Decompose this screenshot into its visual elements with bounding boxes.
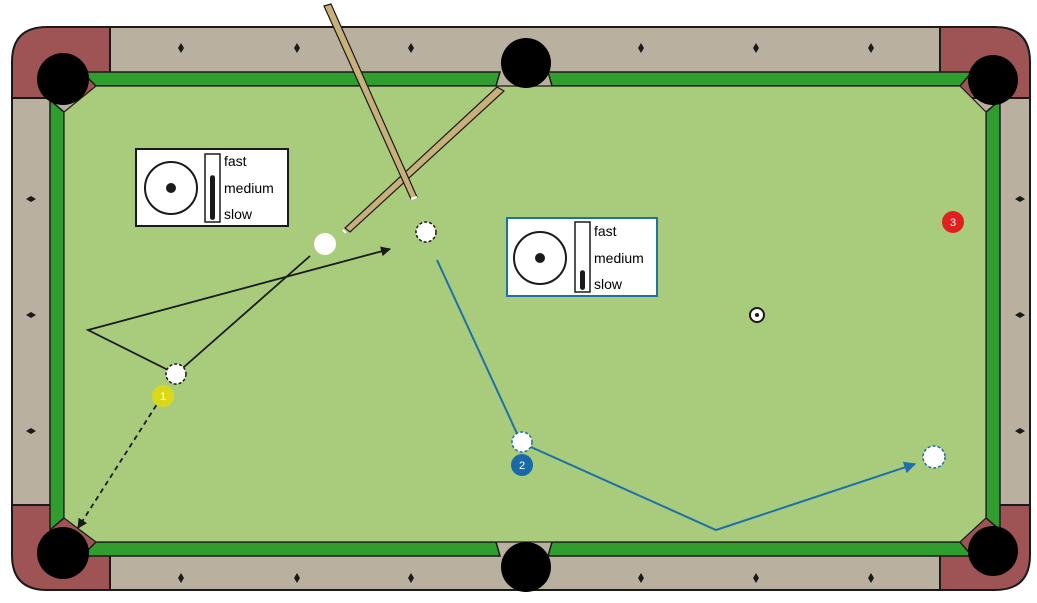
ghost-ball-icon xyxy=(166,364,186,384)
cushion-top-left xyxy=(82,72,500,86)
speed-label-fast: fast xyxy=(224,153,247,169)
tip-position-icon xyxy=(514,232,566,284)
speed-panel-shot-1: fast medium slow xyxy=(136,149,288,226)
cushion-left xyxy=(50,100,64,530)
speed-label-medium: medium xyxy=(594,250,644,266)
ghost-ball-icon xyxy=(923,446,945,468)
ball-2: 2 xyxy=(511,454,533,476)
tip-position-icon xyxy=(145,162,197,214)
cue-ball-icon xyxy=(314,233,336,255)
cushion-bottom-left xyxy=(82,542,500,556)
speed-label-slow: slow xyxy=(224,206,253,222)
cushion-top-right xyxy=(548,72,972,86)
cushion-right xyxy=(986,100,1000,530)
ball-1: 1 xyxy=(152,385,174,407)
spot-icon xyxy=(750,308,764,322)
speed-label-fast: fast xyxy=(594,223,617,239)
ball-1-number: 1 xyxy=(160,391,166,403)
ball-3: 3 xyxy=(942,211,964,233)
ghost-ball-icon xyxy=(512,432,532,452)
speed-label-slow: slow xyxy=(594,276,623,292)
cushion-bottom-right xyxy=(548,542,972,556)
speed-panel-shot-2: fast medium slow xyxy=(507,218,657,296)
speed-meter-icon xyxy=(575,222,590,292)
speed-label-medium: medium xyxy=(224,180,274,196)
ghost-ball-icon xyxy=(416,222,436,242)
ball-3-number: 3 xyxy=(950,217,956,229)
ball-2-number: 2 xyxy=(519,460,525,472)
speed-meter-icon xyxy=(205,154,220,222)
